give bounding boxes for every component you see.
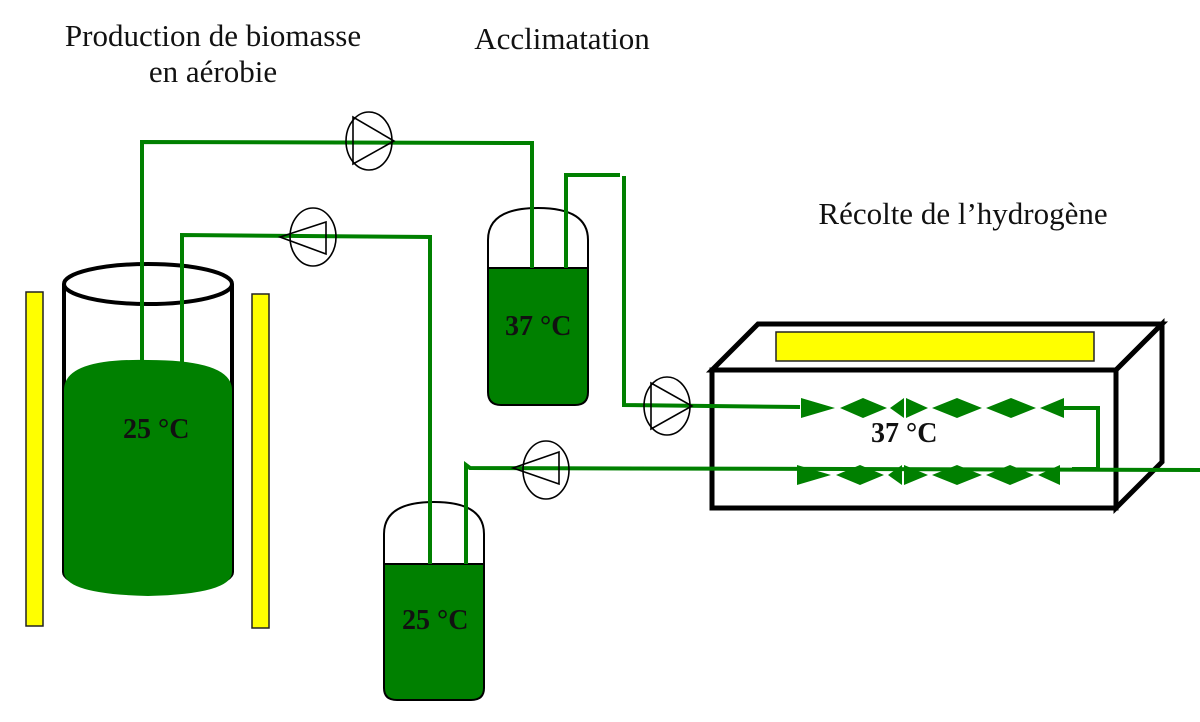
pipe-acclimatation-outlet: [564, 173, 620, 268]
pump-icon[interactable]: [345, 111, 396, 171]
label-biomass-line1: Production de biomasse: [64, 18, 362, 53]
lower-vessel-culture: [383, 563, 485, 701]
temp-main-reactor: 25 °C: [123, 414, 190, 445]
pipe-to-photobioreactor: [622, 176, 801, 409]
label-acclimatation: Acclimatation: [474, 21, 650, 56]
pipe-loop-connector: [1064, 406, 1100, 471]
main-reactor: [62, 262, 234, 596]
photobioreactor: [705, 317, 1169, 515]
light-panel-left: [25, 291, 44, 627]
pump-icon[interactable]: [510, 440, 570, 500]
pipes: [140, 139, 1200, 564]
flow-channel-top: [801, 398, 1064, 418]
light-panel-right: [251, 293, 270, 629]
temp-photobioreactor: 37 °C: [871, 418, 938, 449]
label-biomass-production: Production de biomasse en aérobie: [48, 18, 378, 90]
flow-channel-bottom: [797, 465, 1060, 485]
pump-icon[interactable]: [643, 376, 694, 436]
acclimatation-vessel: [487, 206, 589, 406]
lower-vessel: [383, 500, 485, 701]
pipe-reactor-to-acclimatation: [140, 139, 534, 362]
temp-acclimatation-vessel: 37 °C: [505, 311, 572, 342]
temp-lower-vessel: 25 °C: [402, 605, 469, 636]
pipe-lower-to-reactor: [180, 232, 432, 564]
main-reactor-culture: [64, 359, 232, 596]
pump-icon[interactable]: [277, 207, 337, 267]
pipe-photobioreactor-return: [464, 461, 1200, 564]
acclimatation-culture: [487, 267, 589, 406]
label-hydrogen-harvest: Récolte de l’hydrogène: [818, 196, 1108, 231]
light-panel-top: [775, 331, 1095, 362]
label-biomass-line2: en aérobie: [148, 54, 278, 89]
